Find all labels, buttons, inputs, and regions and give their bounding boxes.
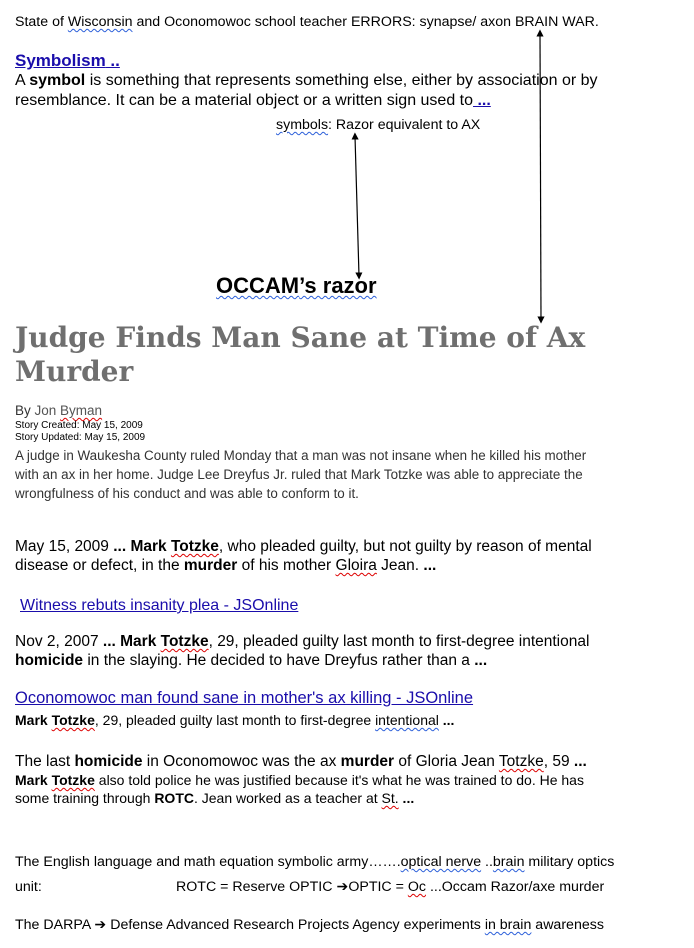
sane-link-row: Oconomowoc man found sane in mother's ax… [15, 689, 473, 708]
byline: By Jon Byman [15, 403, 103, 418]
snippet-last-homicide: The last homicide in Oconomowoc was the … [15, 753, 587, 806]
article-body: A judge in Waukesha County ruled Monday … [15, 448, 587, 501]
snippet-totzke-29: Mark Totzke, 29, pleaded guilty last mon… [15, 712, 455, 728]
story-dates: Story Created: May 15, 2009 Story Update… [15, 420, 146, 443]
witness-link-row: Witness rebuts insanity plea - JSOnline [20, 597, 298, 615]
symbol-definition: A symbol is something that represents so… [15, 72, 598, 109]
english-line-2-label: unit: [15, 879, 42, 895]
razor-to-occam-arrow [351, 132, 363, 280]
symbols-note: symbols: Razor equivalent to AX [276, 117, 481, 133]
header-line: State of Wisconsin and Oconomowoc school… [15, 14, 599, 30]
english-line-2: ROTC = Reserve OPTIC ➔OPTIC = Oc ...Occa… [176, 879, 605, 895]
right-arrow-icon: ➔ [336, 879, 349, 895]
occam-razor-label: OCCAM’s razor [216, 273, 377, 298]
darpa-line: The DARPA ➔ Defense Advanced Research Pr… [15, 917, 604, 933]
snippet-nov-2007: Nov 2, 2007 ... Mark Totzke, 29, pleaded… [15, 633, 590, 669]
witness-rebuts-link[interactable]: Witness rebuts insanity plea - JSOnline [20, 597, 299, 614]
right-arrow-icon: ➔ [94, 917, 107, 933]
oconomowoc-sane-link[interactable]: Oconomowoc man found sane in mother's ax… [15, 689, 474, 707]
snippet-may-2009: May 15, 2009 ... Mark Totzke, who pleade… [15, 538, 592, 574]
english-line-1: The English language and math equation s… [15, 854, 615, 870]
symbolism-heading: Symbolism .. [15, 51, 120, 70]
article-title: Judge Finds Man Sane at Time of Ax Murde… [15, 321, 586, 388]
symbolism-link[interactable]: Symbolism [15, 51, 106, 70]
